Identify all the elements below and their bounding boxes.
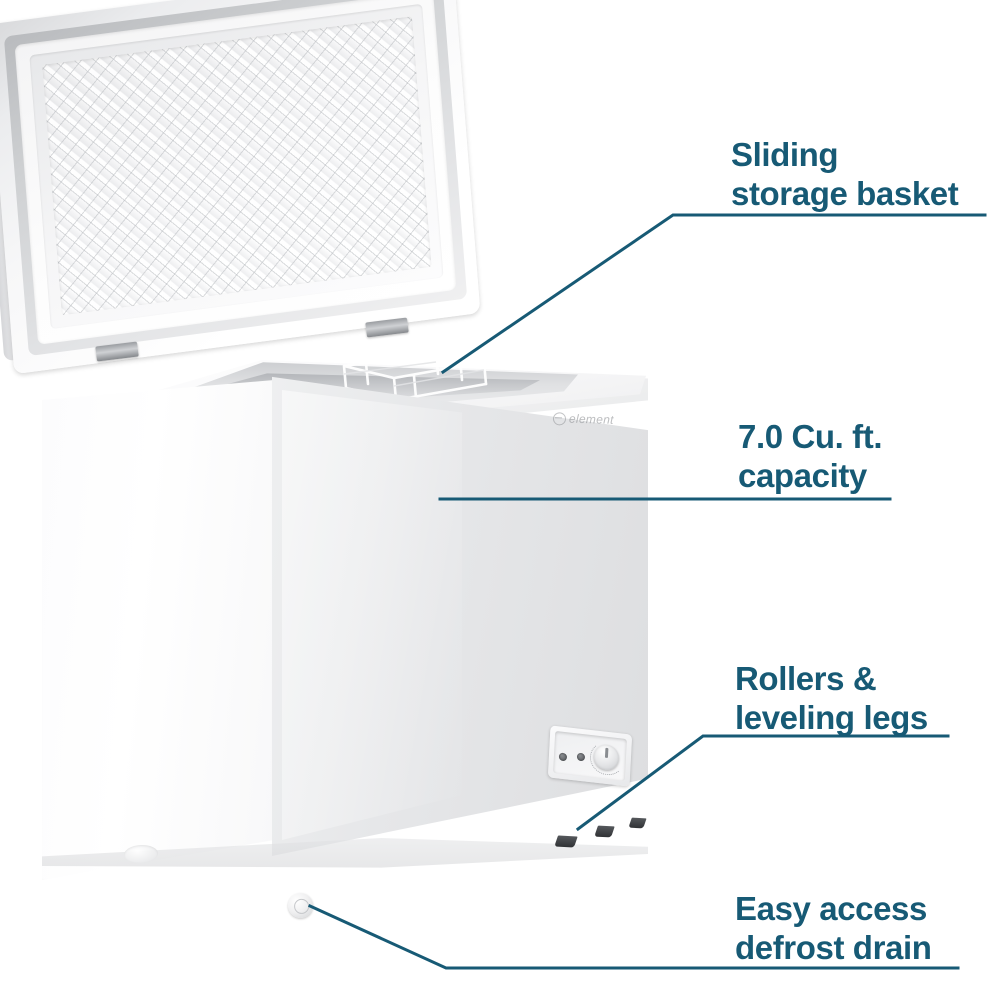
callout-rollers-leveling-legs: Rollers & leveling legs (735, 660, 928, 736)
defrost-drain-cap (286, 891, 315, 920)
brand-logo: element (552, 411, 614, 427)
logo-circle-icon (552, 411, 567, 426)
cabinet-side-highlight (282, 390, 462, 840)
freezer-lid (0, 0, 481, 375)
callout-easy-access-defrost-drain: Easy access defrost drain (735, 890, 932, 966)
leveling-leg-rear (628, 817, 647, 829)
leveling-leg-front (554, 835, 578, 848)
brand-logo-text: element (568, 411, 614, 427)
callout-capacity: 7.0 Cu. ft. capacity (738, 418, 883, 494)
control-panel[interactable] (547, 725, 633, 787)
callout-sliding-storage-basket: Sliding storage basket (731, 136, 959, 212)
leveling-leg-middle (594, 825, 615, 838)
cabinet-front-face (42, 380, 274, 880)
chest-freezer-illustration: element (0, 0, 700, 1000)
lid-quilted-texture-panel (42, 16, 432, 316)
